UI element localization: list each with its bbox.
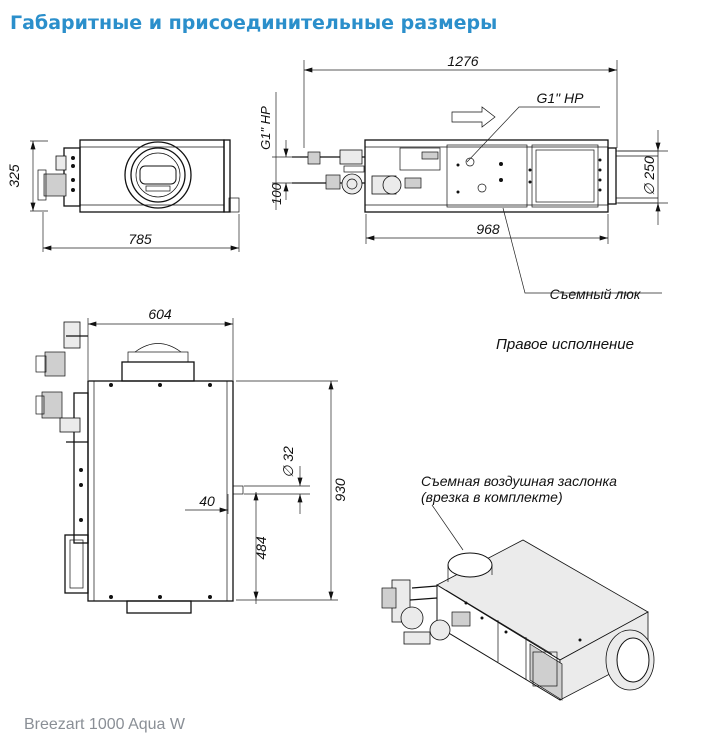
side-diameter-dim: ∅ 250 xyxy=(641,156,657,196)
isometric-view xyxy=(381,504,655,701)
damper-callout-line2: (врезка в комплекте) xyxy=(421,489,563,505)
side-offset-dim: 100 xyxy=(269,182,284,204)
side-connection-dim: G1" HP xyxy=(258,106,273,150)
drain-offset-dim: 40 xyxy=(199,493,215,509)
top-width-dim: 604 xyxy=(148,306,172,322)
drain-diameter-dim: ∅ 32 xyxy=(280,446,296,478)
damper-callout-line1: Съемная воздушная заслонка xyxy=(421,473,617,489)
variant-label: Правое исполнение xyxy=(496,336,634,353)
side-view xyxy=(272,60,668,294)
model-name: Breezart 1000 Aqua W xyxy=(24,716,185,733)
top-length-dim: 930 xyxy=(332,478,348,502)
page-title: Габаритные и присоединительные размеры xyxy=(10,12,498,34)
front-height-dim: 325 xyxy=(6,164,22,188)
connection-callout: G1" HP xyxy=(537,90,585,106)
side-body-length-dim: 968 xyxy=(476,221,500,237)
front-width-dim: 785 xyxy=(128,231,152,247)
side-length-dim: 1276 xyxy=(447,53,478,69)
front-view xyxy=(30,139,240,252)
hatch-callout: Съемный люк xyxy=(550,286,642,302)
top-view xyxy=(35,318,338,614)
drain-position-dim: 484 xyxy=(253,536,269,560)
